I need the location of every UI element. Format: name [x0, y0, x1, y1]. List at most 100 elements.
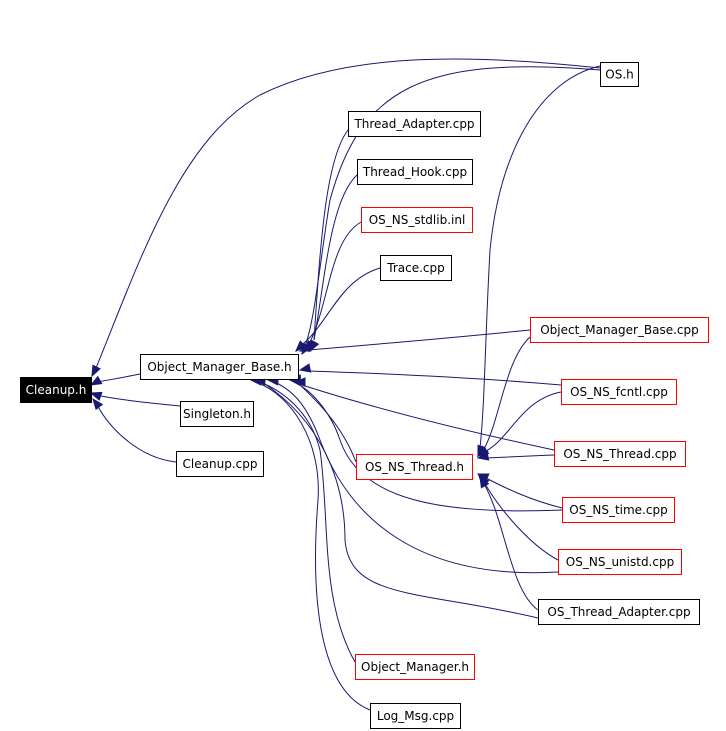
- edge-os_ns_time_cpp-to-os_ns_thread_h: [476, 473, 563, 509]
- arrowhead-icon: [89, 375, 103, 386]
- node-os-ns-thread-h[interactable]: OS_NS_Thread.h: [356, 454, 473, 480]
- node-singleton-h[interactable]: Singleton.h: [180, 401, 254, 427]
- edge-object_manager_h-to-object_manager_base_h: [253, 376, 356, 663]
- node-box: [370, 703, 461, 729]
- node-object-manager-base-h[interactable]: Object_Manager_Base.h: [140, 354, 299, 380]
- arrowhead-icon: [295, 340, 307, 352]
- edge-cleanup_cpp-to-cleanup_h: [92, 397, 177, 463]
- node-box: [361, 207, 473, 233]
- edge-line: [307, 329, 531, 351]
- edge-line: [95, 402, 177, 463]
- node-os-ns-thread-cpp[interactable]: OS_NS_Thread.cpp: [554, 441, 686, 467]
- edge-line: [301, 384, 555, 451]
- node-label: Object_Manager.h: [361, 660, 469, 674]
- node-box: [348, 111, 481, 137]
- edge-line: [313, 174, 358, 341]
- node-os-ns-stdlib-inl[interactable]: OS_NS_stdlib.inl: [361, 207, 473, 233]
- node-label: OS_NS_Thread.h: [365, 460, 464, 474]
- edge-object_manager_base_h-to-cleanup_h: [89, 373, 141, 386]
- node-box: [538, 599, 700, 625]
- edge-line: [479, 65, 601, 449]
- edge-os_ns_fcntl_cpp-to-os_ns_thread_h: [476, 391, 562, 457]
- node-label: OS_Thread_Adapter.cpp: [547, 605, 690, 619]
- node-box: [600, 62, 639, 87]
- node-box: [530, 317, 709, 343]
- node-label: OS_NS_time.cpp: [569, 503, 667, 517]
- edge-singleton_h-to-cleanup_h: [89, 391, 181, 407]
- node-label: OS_NS_stdlib.inl: [369, 213, 466, 227]
- node-label: Object_Manager_Base.cpp: [540, 323, 699, 337]
- arrowhead-icon: [298, 342, 312, 352]
- node-thread-adapter-cpp[interactable]: Thread_Adapter.cpp: [348, 111, 481, 137]
- edge-line: [483, 391, 562, 453]
- edge-object_manager_base_cpp-to-object_manager_base_h: [298, 329, 531, 352]
- edge-line: [302, 267, 381, 345]
- node-label: Thread_Hook.cpp: [362, 165, 467, 179]
- edge-thread_hook_cpp-to-object_manager_base_h: [308, 174, 358, 353]
- node-box: [355, 654, 475, 680]
- arrowhead-icon: [92, 397, 104, 411]
- nodes-layer: Cleanup.h Object_Manager_Base.hSingleton.…: [20, 62, 709, 729]
- node-box: [176, 451, 264, 477]
- node-box: [554, 441, 686, 467]
- node-box: [558, 549, 682, 575]
- edge-os_ns_time_cpp-to-object_manager_base_h: [288, 376, 563, 512]
- node-object-manager-base-cpp[interactable]: Object_Manager_Base.cpp: [530, 317, 709, 343]
- node-box: [357, 159, 473, 185]
- edge-line: [261, 382, 356, 663]
- node-box: [20, 377, 92, 403]
- node-box: [380, 255, 452, 281]
- edge-os_thread_adapter_cpp-to-os_ns_thread_h: [479, 475, 539, 611]
- node-thread-hook-cpp[interactable]: Thread_Hook.cpp: [357, 159, 473, 185]
- edge-os_ns_thread_cpp-to-object_manager_base_h: [293, 377, 555, 451]
- edge-line: [483, 336, 531, 450]
- node-object-manager-h[interactable]: Object_Manager.h: [355, 654, 475, 680]
- node-log-msg-cpp[interactable]: Log_Msg.cpp: [370, 703, 461, 729]
- edge-os_h-to-cleanup_h: [91, 58, 601, 378]
- node-label: Singleton.h: [183, 407, 251, 421]
- node-label: OS.h: [605, 68, 633, 82]
- node-label: Cleanup.h: [26, 383, 87, 397]
- node-label: OS_NS_Thread.cpp: [563, 447, 676, 461]
- node-label: Trace.cpp: [386, 261, 444, 275]
- edge-line: [95, 373, 141, 383]
- node-cleanup-h[interactable]: Cleanup.h: [20, 377, 92, 403]
- node-box: [562, 497, 675, 523]
- edge-line: [261, 381, 539, 619]
- edge-line: [304, 66, 601, 347]
- edge-os_ns_unistd_cpp-to-os_ns_thread_h: [478, 474, 559, 561]
- edge-line: [95, 394, 181, 407]
- node-os-ns-unistd-cpp[interactable]: OS_NS_unistd.cpp: [558, 549, 682, 575]
- node-os-thread-adapter-cpp[interactable]: OS_Thread_Adapter.cpp: [538, 599, 700, 625]
- node-box: [356, 454, 473, 480]
- edge-line: [313, 129, 349, 341]
- edge-line: [309, 221, 362, 343]
- edge-line: [95, 58, 601, 369]
- node-label: Log_Msg.cpp: [377, 709, 454, 723]
- edge-trace_cpp-to-object_manager_base_h: [295, 267, 381, 352]
- node-label: OS_NS_unistd.cpp: [566, 555, 674, 569]
- edge-line: [483, 476, 563, 509]
- arrowhead-icon: [479, 475, 490, 489]
- node-box: [180, 401, 254, 427]
- node-cleanup-cpp[interactable]: Cleanup.cpp: [176, 451, 264, 477]
- edge-line: [483, 481, 559, 561]
- edge-line: [485, 454, 555, 459]
- node-trace-cpp[interactable]: Trace.cpp: [380, 255, 452, 281]
- arrowhead-icon: [476, 451, 490, 461]
- arrowhead-icon: [298, 363, 312, 373]
- arrowhead-icon: [89, 391, 103, 401]
- arrowhead-icon: [91, 364, 101, 378]
- node-os-ns-time-cpp[interactable]: OS_NS_time.cpp: [562, 497, 675, 523]
- edge-os_ns_stdlib_inl-to-object_manager_base_h: [304, 221, 362, 353]
- node-os-h[interactable]: OS.h: [600, 62, 639, 87]
- edges-layer: [89, 58, 601, 711]
- node-label: Thread_Adapter.cpp: [353, 117, 474, 131]
- edge-line: [257, 382, 371, 711]
- edge-log_msg_cpp-to-object_manager_base_h: [249, 376, 371, 711]
- node-os-ns-fcntl-cpp[interactable]: OS_NS_fcntl.cpp: [561, 379, 677, 405]
- node-label: OS_NS_fcntl.cpp: [570, 385, 668, 399]
- node-label: Cleanup.cpp: [183, 457, 258, 471]
- node-box: [140, 354, 299, 380]
